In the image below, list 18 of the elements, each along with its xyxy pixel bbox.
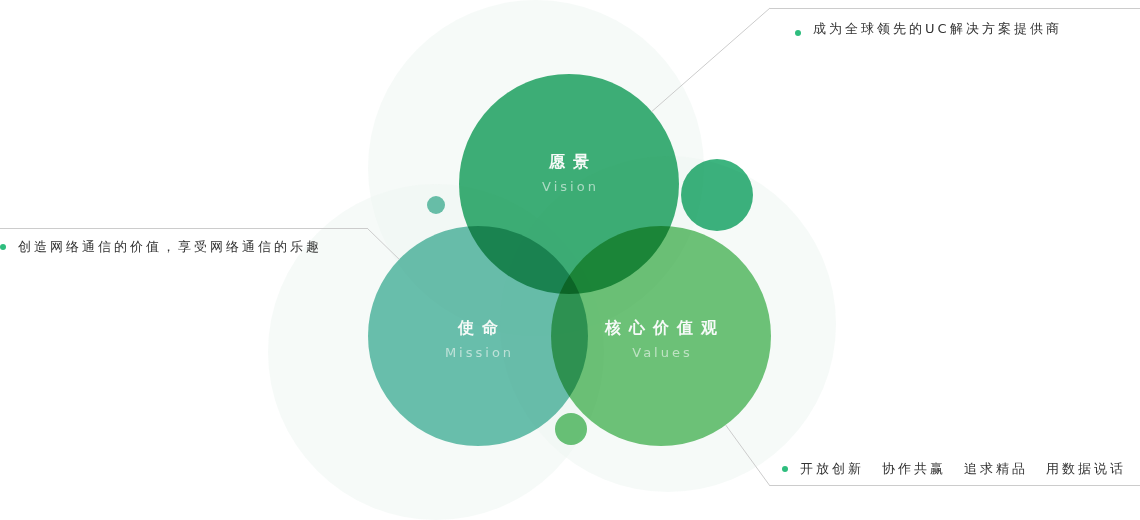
callout-phrase: 协作共赢	[882, 459, 946, 478]
circle-title: 核心价值观	[605, 318, 725, 339]
dot-circle	[555, 413, 587, 445]
circle-subtitle: Values	[632, 345, 693, 360]
leader-line	[366, 227, 400, 260]
dot-circle	[427, 196, 445, 214]
circle-title: 使命	[458, 318, 506, 339]
leader-line	[651, 7, 771, 113]
callout-phrase: 开放创新	[800, 459, 864, 478]
circle-subtitle: Vision	[542, 179, 599, 194]
dot-circle	[681, 159, 753, 231]
circle-subtitle: Mission	[444, 345, 515, 360]
callout-phrase: 追求精品	[964, 459, 1028, 478]
leader-line	[725, 424, 771, 487]
circle-title: 愿景	[549, 152, 597, 173]
callout-phrase: 用数据说话	[1046, 459, 1126, 478]
callout-phrase: 创造网络通信的价值，享受网络通信的乐趣	[18, 237, 322, 256]
callout-phrase: 成为全球领先的UC解决方案提供商	[813, 20, 1062, 38]
